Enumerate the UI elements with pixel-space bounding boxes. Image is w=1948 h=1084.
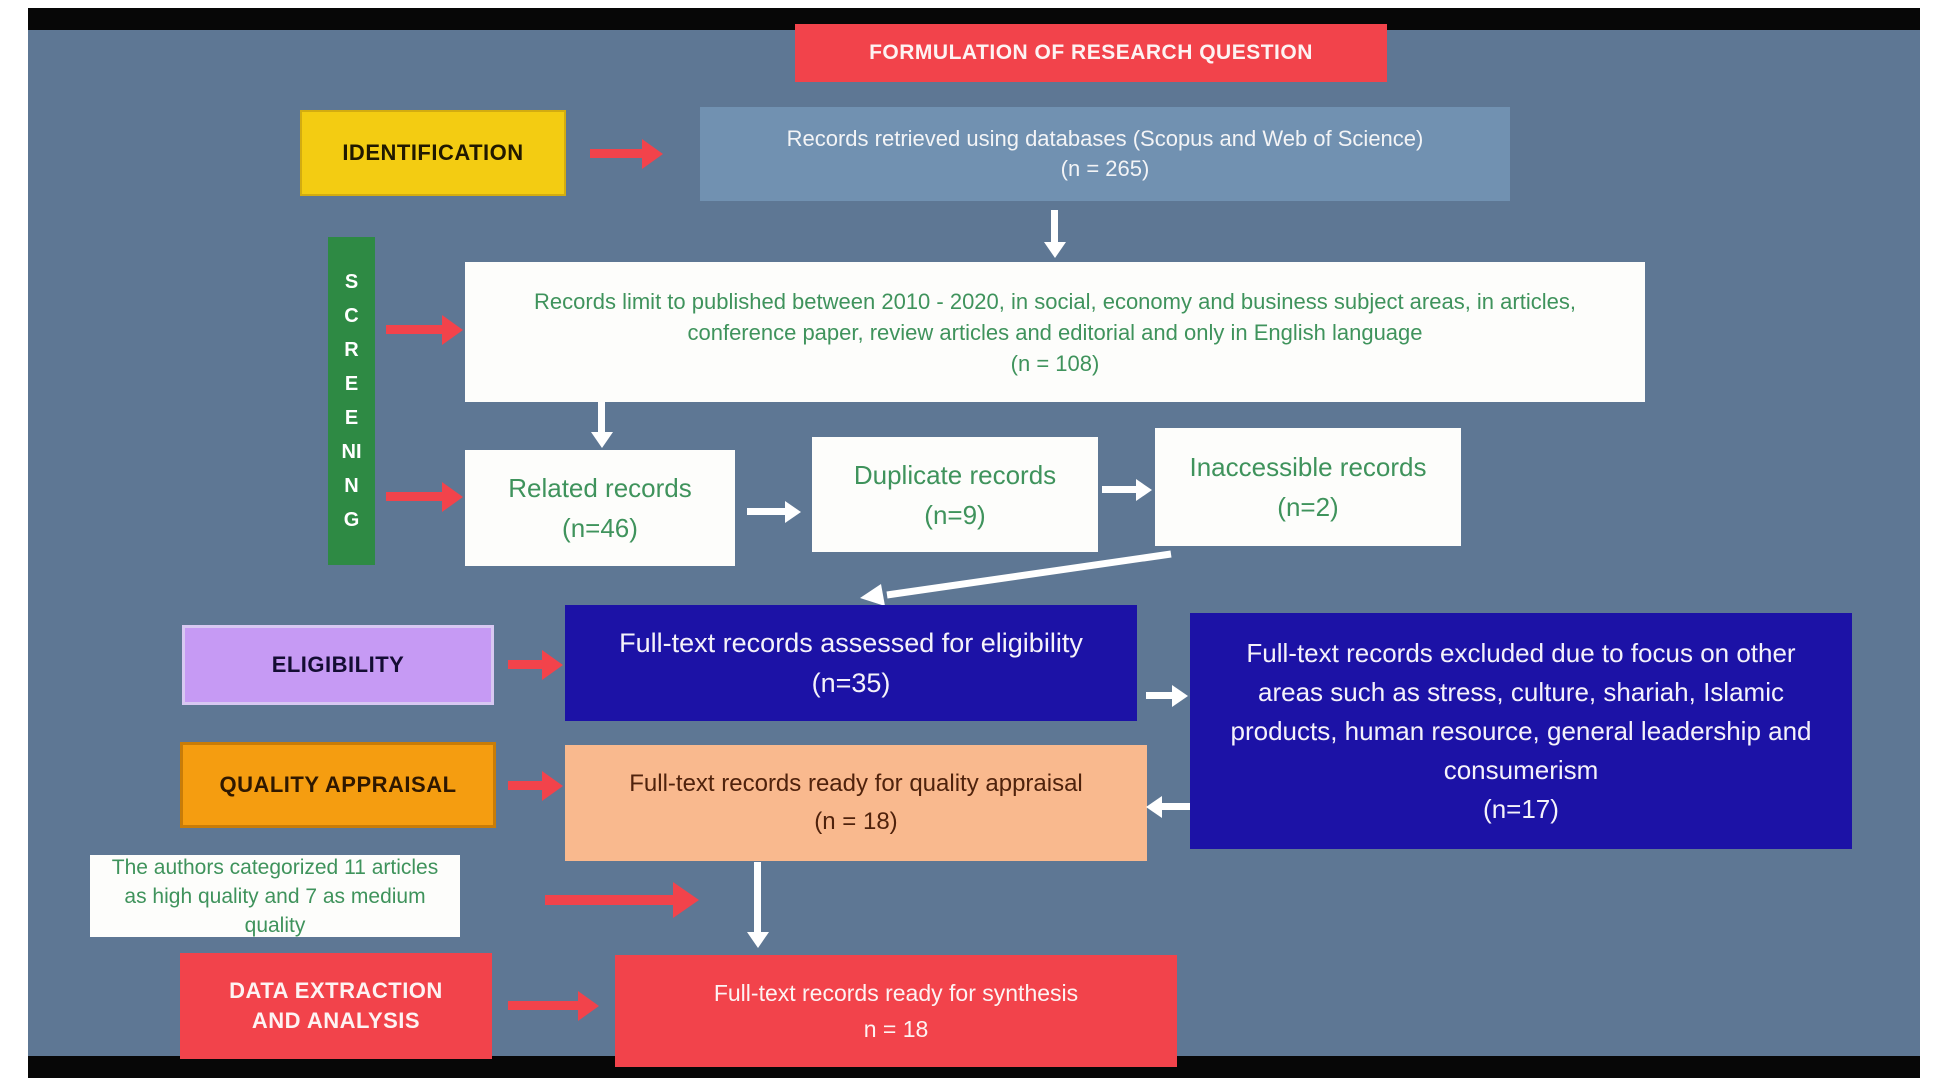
arrow-quality-icon [508,781,542,790]
arrow-eligibility-icon [508,660,542,669]
duplicate-records-count: (n=9) [924,499,986,530]
quality-appraisal-label: QUALITY APPRAISAL [219,772,457,797]
screening-stage-box: SCREENING [328,237,375,565]
synthesis-count: n = 18 [863,1016,929,1042]
records-limit-box: Records limit to published between 2010 … [465,262,1645,402]
records-limit-text: Records limit to published between 2010 … [534,288,1576,345]
records-limit-count: (n = 108) [1010,350,1100,376]
records-retrieved-box: Records retrieved using databases (Scopu… [700,107,1510,201]
assessed-text: Full-text records assessed for eligibili… [619,628,1083,658]
arrow-duplicate-to-inaccessible-icon [1102,486,1136,493]
arrow-authors-note-icon [545,895,673,905]
inaccessible-records-text: Inaccessible records [1189,452,1427,482]
eligibility-stage-box: ELIGIBILITY [182,625,494,705]
arrow-screening-2-icon [386,492,442,501]
extraction-label-line1: DATA EXTRACTION [229,978,443,1003]
arrow-diagonal-to-assessed-icon [860,550,1172,606]
screening-label: SCREENING [341,271,362,531]
excluded-count: (n=17) [1483,793,1559,824]
synthesis-text: Full-text records ready for synthesis [713,980,1079,1006]
diagram-title: FORMULATION OF RESEARCH QUESTION [869,41,1313,64]
assessed-count: (n=35) [811,668,891,698]
synthesis-box: Full-text records ready for synthesis n … [615,955,1177,1067]
duplicate-records-box: Duplicate records (n=9) [812,437,1098,552]
inaccessible-records-box: Inaccessible records (n=2) [1155,428,1461,546]
quality-ready-count: (n = 18) [814,808,898,835]
identification-stage-box: IDENTIFICATION [300,110,566,196]
excluded-text: Full-text records excluded due to focus … [1230,637,1812,785]
authors-note-box: The authors categorized 11 articles as h… [90,855,460,937]
top-letterbox-bar [28,8,1920,30]
excluded-box: Full-text records excluded due to focus … [1190,613,1852,849]
records-retrieved-count: (n = 265) [1060,156,1150,181]
arrow-down-to-synthesis-icon [754,862,761,932]
eligibility-label: ELIGIBILITY [271,652,405,677]
arrow-down-to-screening-icon [1051,210,1058,242]
title-box: FORMULATION OF RESEARCH QUESTION [795,24,1387,82]
authors-note-text: The authors categorized 11 articles as h… [111,855,439,937]
quality-ready-box: Full-text records ready for quality appr… [565,745,1147,861]
records-retrieved-text: Records retrieved using databases (Scopu… [786,126,1424,151]
inaccessible-records-count: (n=2) [1277,492,1339,522]
arrow-assessed-to-excluded-icon [1146,692,1172,699]
related-records-count: (n=46) [562,513,638,543]
arrow-related-to-duplicate-icon [747,508,785,515]
extraction-label-line2: AND ANALYSIS [251,1008,421,1033]
assessed-box: Full-text records assessed for eligibili… [565,605,1137,721]
arrow-excluded-to-quality-icon [1162,803,1190,810]
identification-label: IDENTIFICATION [342,140,524,165]
related-records-box: Related records (n=46) [465,450,735,566]
arrow-identification-icon [590,149,642,158]
related-records-text: Related records [508,473,692,503]
bottom-letterbox-bar [28,1056,1920,1078]
duplicate-records-text: Duplicate records [853,459,1057,490]
extraction-stage-box: DATA EXTRACTION AND ANALYSIS [180,953,492,1059]
arrow-extraction-icon [508,1001,578,1010]
quality-appraisal-stage-box: QUALITY APPRAISAL [180,742,496,828]
quality-ready-text: Full-text records ready for quality appr… [629,770,1083,797]
arrow-screening-1-icon [386,325,442,334]
arrow-down-to-related-icon [598,402,605,432]
